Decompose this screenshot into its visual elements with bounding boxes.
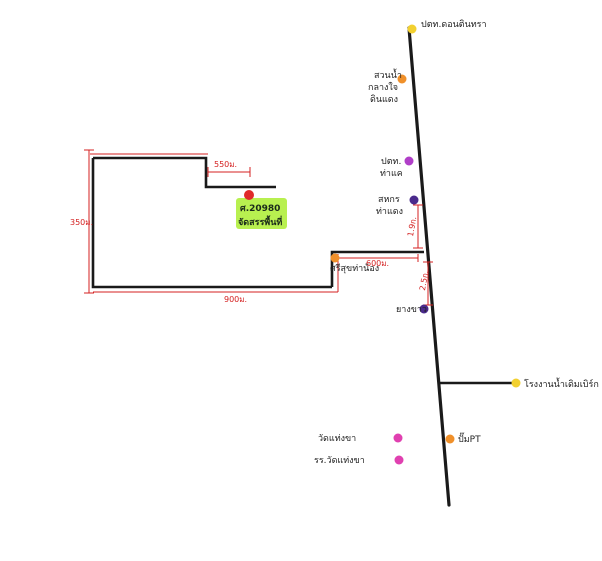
dim-vert-lower: 2.5ก. bbox=[418, 270, 430, 291]
landmark-lower-label: ยางขาว bbox=[396, 305, 427, 315]
plot-outline bbox=[93, 156, 276, 189]
legend-item-2-label: รร.วัดแท่งขา bbox=[314, 456, 365, 466]
landmark-khrua-marker bbox=[397, 74, 407, 84]
landmark-khrua-label-1: สวนน้ำ bbox=[374, 68, 402, 81]
plot-label-line-2: จัดสรรพื้นที่ bbox=[238, 215, 282, 228]
legend-item-2-marker bbox=[394, 455, 404, 465]
landmark-junction-marker bbox=[330, 253, 340, 263]
dim-vert-upper: 1.9ก. bbox=[406, 216, 418, 237]
landmark-khrua-label-3: ดินแดง bbox=[370, 94, 398, 105]
side-road bbox=[330, 250, 424, 287]
main-road bbox=[407, 26, 451, 507]
landmark-top-label: ปตท.ดอนตินทรา bbox=[421, 19, 487, 30]
landmark-school-label-1: สหกร bbox=[378, 195, 400, 205]
dim-top-notch: 550ม. bbox=[214, 160, 237, 169]
landmark-ptt-label: ปั๊มPT bbox=[458, 432, 481, 445]
landmark-dao-label-2: ท่าแค bbox=[380, 169, 403, 179]
dim-bottom: 900ม. bbox=[224, 295, 247, 304]
legend-item-1-label: วัดแท่งขา bbox=[318, 434, 356, 444]
landmark-ptt-marker bbox=[445, 434, 455, 444]
landmark-lower-marker bbox=[419, 304, 429, 314]
landmark-school-marker bbox=[409, 195, 419, 205]
landmark-top-marker bbox=[407, 24, 417, 34]
legend-item-1-marker bbox=[393, 433, 403, 443]
landmark-school-label-2: ท่าแดง bbox=[376, 207, 403, 217]
plot-marker-icon bbox=[244, 190, 254, 200]
plot-label-line-1: ศ.20980 bbox=[240, 204, 280, 214]
plot-outline-body bbox=[91, 158, 332, 289]
plot-highlight bbox=[236, 198, 287, 229]
landmark-junction-label: ศรีสุขท่าน้อง bbox=[330, 263, 379, 274]
dim-road-segment: 600ม. bbox=[366, 259, 389, 268]
dim-left-side: 350ม. bbox=[70, 218, 93, 227]
landmark-factory-label: โรงงานน้ำเดิมเบิร์ก bbox=[524, 377, 599, 390]
landmark-dao-label-1: ปตท. bbox=[381, 157, 401, 167]
landmark-dao-marker bbox=[404, 156, 414, 166]
landmark-factory-marker bbox=[511, 378, 521, 388]
landmark-khrua-label-2: กลางใจ bbox=[368, 82, 398, 93]
